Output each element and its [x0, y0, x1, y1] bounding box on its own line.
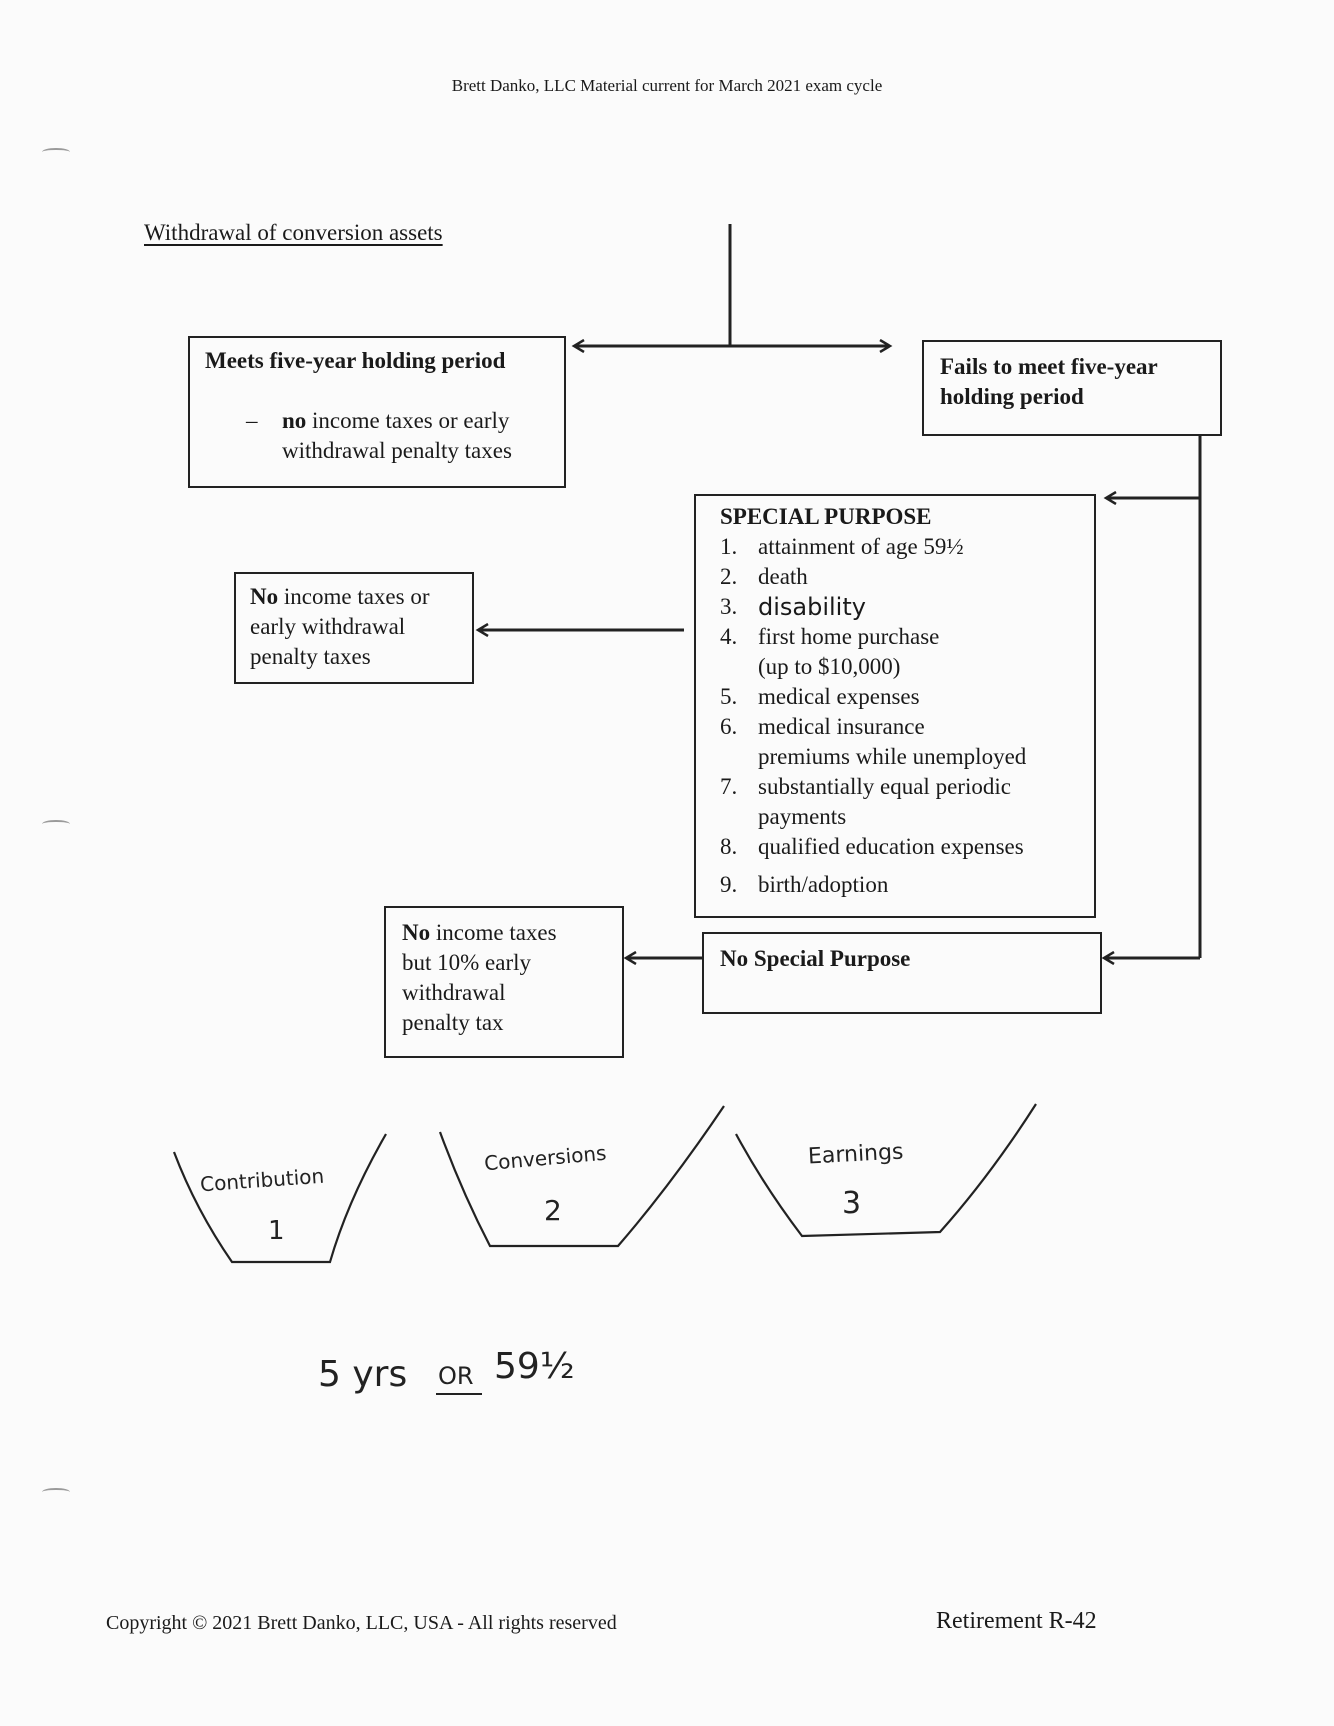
special-purpose-item-line1: birth/adoption — [758, 872, 889, 897]
bucket-number-1: 1 — [268, 1216, 285, 1246]
special-purpose-item-number: 7. — [720, 774, 738, 799]
special-purpose-item-line1: substantially equal periodic — [758, 774, 1011, 799]
penalty-text-1: income taxes — [430, 920, 557, 945]
special-purpose-item-text: substantially equal periodic payments — [758, 772, 1011, 832]
special-purpose-item-text: qualified education expenses — [758, 832, 1024, 862]
handnote-or: OR — [438, 1362, 474, 1390]
punch-hole-mark — [42, 1488, 70, 1496]
special-purpose-heading: SPECIAL PURPOSE — [720, 504, 932, 529]
penalty-line4: penalty tax — [402, 1010, 504, 1035]
no-tax-box: No income taxes or early withdrawal pena… — [234, 572, 474, 684]
special-purpose-item-number: 9. — [720, 872, 738, 897]
page-number: Retirement R-42 — [936, 1608, 1097, 1634]
special-purpose-item-number: 3. — [720, 594, 738, 619]
no-tax-line2: early withdrawal — [250, 614, 406, 639]
meets-dash: – — [246, 408, 258, 433]
special-purpose-item-line1: death — [758, 564, 808, 589]
meets-heading: Meets five-year holding period — [205, 348, 506, 373]
copyright-footer: Copyright © 2021 Brett Danko, LLC, USA -… — [106, 1612, 617, 1634]
meets-text-line2: withdrawal penalty taxes — [282, 438, 512, 463]
bucket-number-3: 3 — [842, 1186, 862, 1221]
special-purpose-item-line2: premiums while unemployed — [758, 744, 1027, 769]
special-purpose-item-text: disability — [758, 592, 866, 622]
bucket-earnings — [735, 1103, 1037, 1238]
special-purpose-item-text: medical insurance premiums while unemploy… — [758, 712, 1026, 772]
meets-text-line1: no income taxes or early — [282, 406, 509, 436]
penalty-line3: withdrawal — [402, 980, 506, 1005]
bucket-contribution — [172, 1133, 387, 1264]
special-purpose-item-text: death — [758, 562, 808, 592]
punch-hole-mark — [42, 820, 70, 828]
fails-line2: holding period — [940, 384, 1084, 409]
special-purpose-item-line1: medical expenses — [758, 684, 920, 709]
special-purpose-item: 6. medical insurance premiums while unempl… — [720, 712, 1094, 772]
no-tax-line3: penalty taxes — [250, 644, 371, 669]
punch-hole-mark — [42, 148, 70, 156]
handnote-5yrs: 5 yrs — [318, 1354, 408, 1395]
special-purpose-item: 1. attainment of age 59½ — [720, 532, 1094, 562]
handnote-age: 59½ — [494, 1346, 575, 1387]
special-purpose-item-text: first home purchase (up to $10,000) — [758, 622, 939, 682]
special-purpose-item-line1: first home purchase — [758, 624, 940, 649]
no-special-purpose-label: No Special Purpose — [720, 946, 911, 971]
no-tax-text-1: income taxes or — [278, 584, 430, 609]
penalty-line2: but 10% early — [402, 950, 532, 975]
special-purpose-item-line1: disability — [758, 593, 866, 621]
special-purpose-item-number: 2. — [720, 564, 738, 589]
special-purpose-box: SPECIAL PURPOSE 1. attainment of age 59½ 2… — [694, 494, 1096, 918]
special-purpose-item-number: 8. — [720, 834, 738, 859]
special-purpose-list: 1. attainment of age 59½ 2. death 3. disabili… — [720, 532, 1094, 900]
special-purpose-item: 9. birth/adoption — [720, 870, 1094, 900]
special-purpose-item-number: 1. — [720, 534, 738, 559]
fails-line1: Fails to meet five-year — [940, 354, 1158, 379]
special-purpose-item-text: attainment of age 59½ — [758, 532, 964, 562]
special-purpose-item: 8. qualified education expenses — [720, 832, 1094, 862]
penalty-bold: No — [402, 920, 431, 945]
special-purpose-item-number: 4. — [720, 624, 738, 649]
meets-bold-word: no — [282, 408, 307, 433]
special-purpose-item-line1: attainment of age 59½ — [758, 534, 964, 559]
special-purpose-item: 3. disability — [720, 592, 1094, 622]
meets-text-1: income taxes or early — [306, 408, 510, 433]
special-purpose-item: 2. death — [720, 562, 1094, 592]
special-purpose-item-text: birth/adoption — [758, 870, 888, 900]
bucket-conversions — [438, 1105, 725, 1248]
special-purpose-item-line1: qualified education expenses — [758, 834, 1024, 859]
diagram-title: Withdrawal of conversion assets — [144, 220, 443, 245]
meets-holding-period-box: Meets five-year holding period – no inco… — [188, 336, 566, 488]
no-tax-bold: No — [250, 584, 279, 609]
special-purpose-item-line2: payments — [758, 804, 847, 829]
no-tax-line1: No income taxes or — [250, 582, 430, 612]
fails-holding-period-box: Fails to meet five-year holding period — [922, 340, 1222, 436]
no-special-purpose-box: No Special Purpose — [702, 932, 1102, 1014]
special-purpose-item: 5. medical expenses — [720, 682, 1094, 712]
special-purpose-item-number: 5. — [720, 684, 738, 709]
page-header: Brett Danko, LLC Material current for Ma… — [451, 76, 883, 95]
penalty-line1: No income taxes — [402, 918, 557, 948]
penalty-box: No income taxes but 10% early withdrawal… — [384, 906, 624, 1058]
special-purpose-item-line1: medical insurance — [758, 714, 925, 739]
special-purpose-item-number: 6. — [720, 714, 738, 739]
special-purpose-item: 4. first home purchase (up to $10,000) — [720, 622, 1094, 682]
special-purpose-item-text: medical expenses — [758, 682, 920, 712]
bucket-label-earnings: Earnings — [807, 1139, 905, 1170]
bucket-number-2: 2 — [544, 1194, 562, 1227]
special-purpose-item-line2: (up to $10,000) — [758, 654, 901, 679]
special-purpose-item: 7. substantially equal periodic payments — [720, 772, 1094, 832]
